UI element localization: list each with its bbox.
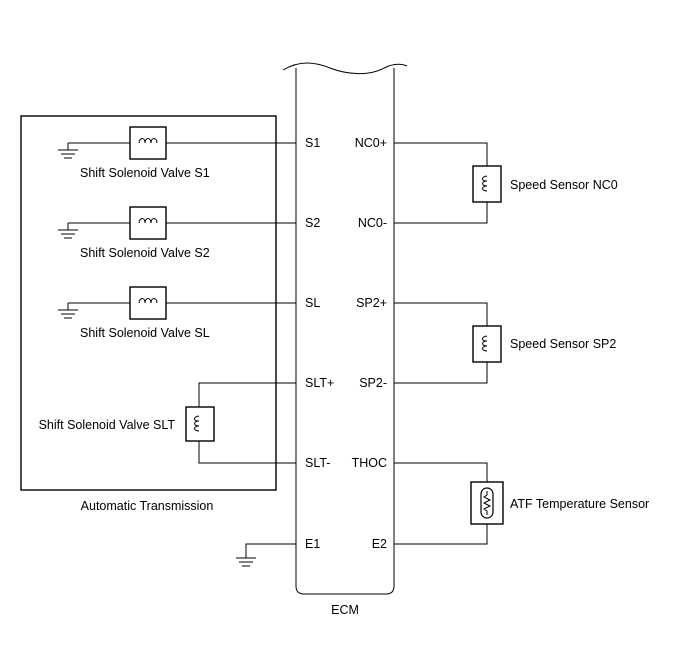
pin-s1: S1 xyxy=(305,136,320,150)
pin-e1: E1 xyxy=(305,537,320,551)
solenoid-s1: Shift Solenoid Valve S1 xyxy=(58,126,296,180)
solenoid-s2: Shift Solenoid Valve S2 xyxy=(58,206,296,260)
ecm-left-pins: S1 S2 SL SLT+ SLT- E1 xyxy=(305,136,334,551)
pin-nc0-minus: NC0- xyxy=(358,216,387,230)
coil-icon xyxy=(138,218,158,224)
ecm-right-pins: NC0+ NC0- SP2+ SP2- THOC E2 xyxy=(352,136,387,551)
solenoid-sl: Shift Solenoid Valve SL xyxy=(58,286,296,340)
atf-temperature-sensor: ATF Temperature Sensor xyxy=(394,462,649,545)
speed-sensor-sp2: Speed Sensor SP2 xyxy=(394,302,616,384)
solenoid-s2-label: Shift Solenoid Valve S2 xyxy=(80,246,210,260)
ground-icon xyxy=(58,309,78,319)
atf-temperature-sensor-label: ATF Temperature Sensor xyxy=(510,497,649,511)
solenoid-slt-label: Shift Solenoid Valve SLT xyxy=(39,418,176,432)
pin-sp2-minus: SP2- xyxy=(359,376,387,390)
coil-icon xyxy=(482,175,488,192)
thermistor-icon xyxy=(480,487,494,519)
ground-icon xyxy=(58,149,78,159)
coil-icon xyxy=(194,415,200,432)
pin-e2: E2 xyxy=(372,537,387,551)
automatic-transmission-label: Automatic Transmission xyxy=(81,499,214,513)
pin-slt-minus: SLT- xyxy=(305,456,330,470)
speed-sensor-sp2-label: Speed Sensor SP2 xyxy=(510,337,616,351)
ecm-block: ECM xyxy=(282,62,408,617)
ecm-label: ECM xyxy=(331,603,359,617)
pin-sl: SL xyxy=(305,296,320,310)
pin-thoc: THOC xyxy=(352,456,387,470)
ground-icon xyxy=(58,229,78,239)
coil-icon xyxy=(138,298,158,304)
speed-sensor-nc0-label: Speed Sensor NC0 xyxy=(510,178,618,192)
solenoid-slt: Shift Solenoid Valve SLT xyxy=(39,382,296,464)
coil-icon xyxy=(138,138,158,144)
solenoid-sl-label: Shift Solenoid Valve SL xyxy=(80,326,210,340)
coil-icon xyxy=(482,335,488,352)
e1-ground xyxy=(236,543,296,567)
pin-slt-plus: SLT+ xyxy=(305,376,334,390)
ground-icon xyxy=(236,557,256,567)
pin-s2: S2 xyxy=(305,216,320,230)
pin-sp2-plus: SP2+ xyxy=(356,296,387,310)
solenoid-s1-label: Shift Solenoid Valve S1 xyxy=(80,166,210,180)
speed-sensor-nc0: Speed Sensor NC0 xyxy=(394,142,618,224)
pin-nc0-plus: NC0+ xyxy=(355,136,387,150)
